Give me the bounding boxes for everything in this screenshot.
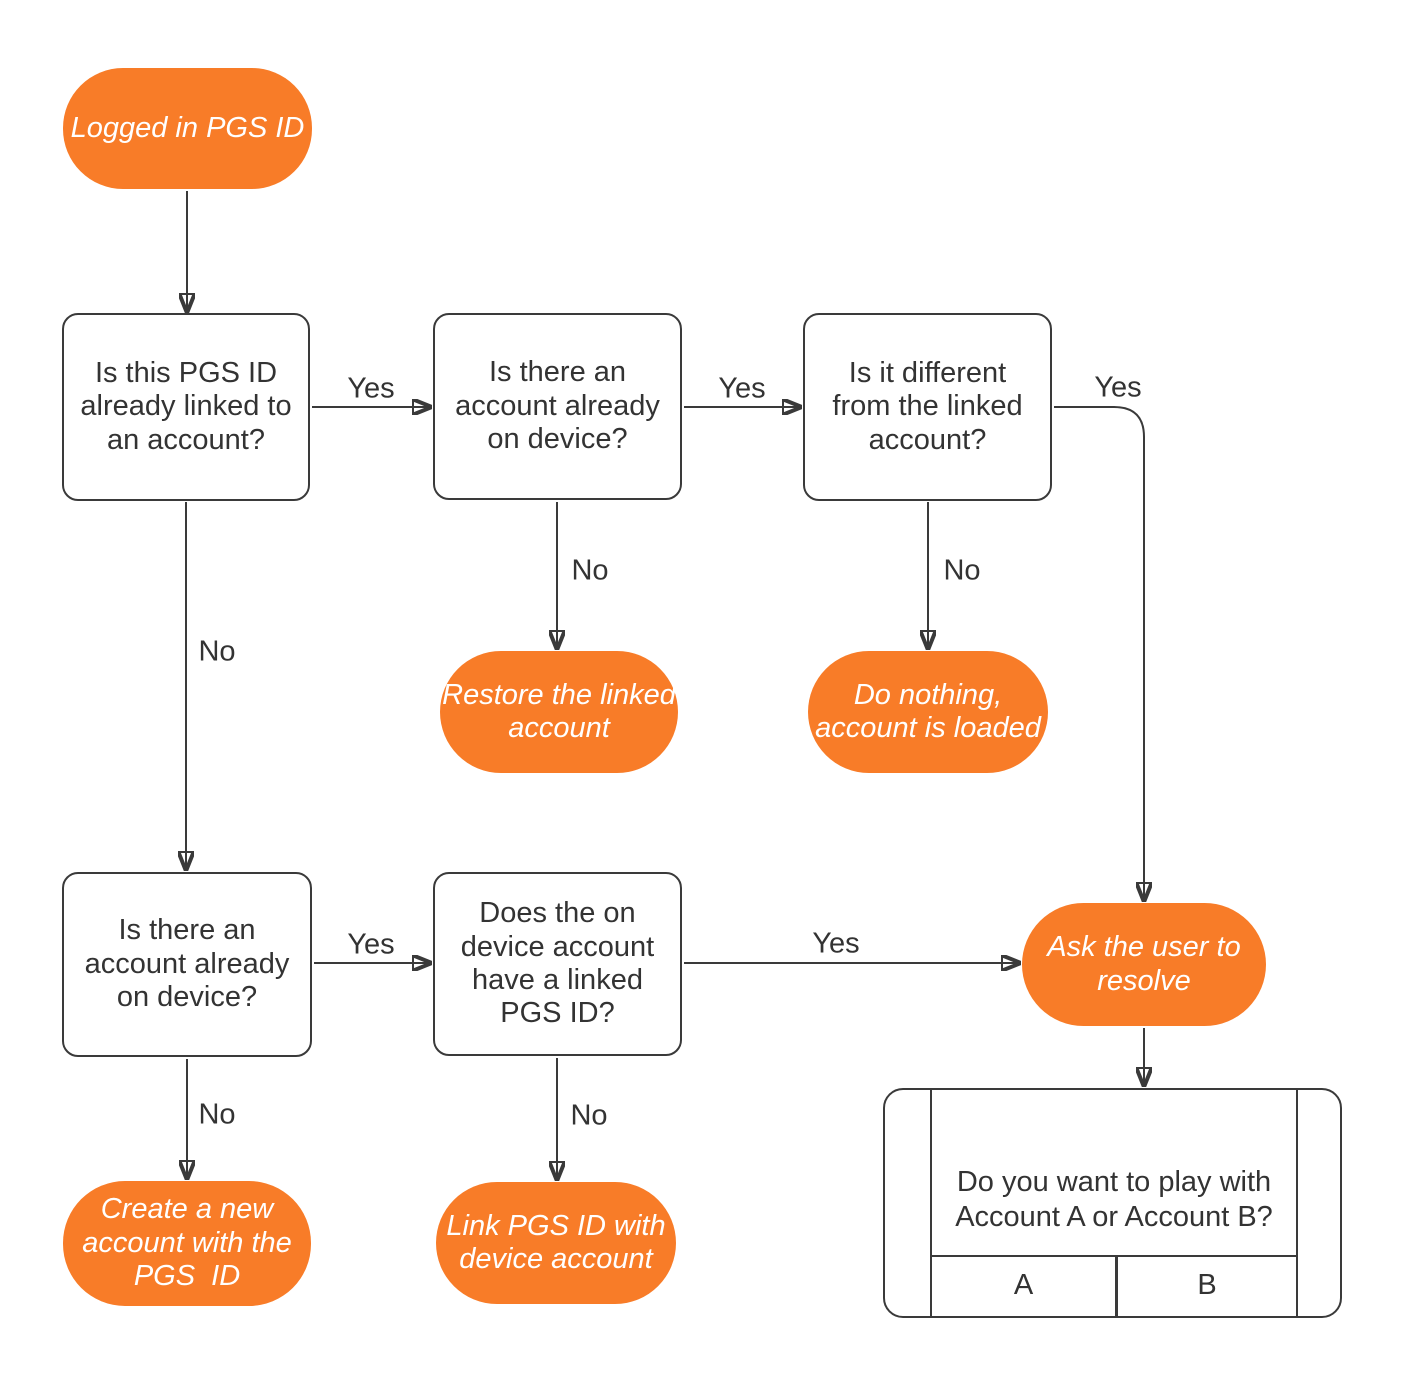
edge-label-no: No	[570, 1099, 608, 1132]
node-label: Ask the user to resolve	[1047, 931, 1241, 997]
edge-label-no: No	[198, 635, 236, 668]
node-action-create-new-account: Create a new account with the PGS ID	[63, 1181, 311, 1306]
node-q-account-on-device-top: Is there an account already on device?	[433, 313, 682, 500]
edge-label-yes: Yes	[718, 372, 766, 405]
edge-label-yes: Yes	[347, 372, 395, 405]
node-q-account-on-device-bottom: Is there an account already on device?	[62, 872, 312, 1057]
node-action-restore-linked-account: Restore the linked account	[440, 651, 678, 773]
node-action-do-nothing: Do nothing, account is loaded	[808, 651, 1048, 773]
node-label: Is there an account already on device?	[455, 356, 660, 456]
node-label: Is there an account already on device?	[84, 914, 290, 1014]
node-q-device-account-has-pgs-id: Does the on device account have a linked…	[433, 872, 682, 1056]
dialog-button-b: B	[1197, 1269, 1217, 1301]
edge-label-yes: Yes	[1094, 371, 1142, 404]
node-label: Do nothing, account is loaded	[815, 678, 1041, 744]
edge-label-yes: Yes	[812, 927, 860, 960]
node-label: Does the on device account have a linked…	[460, 897, 655, 1030]
node-label: Is it different from the linked account?	[832, 356, 1023, 456]
edge-q3-ask-user	[1054, 406, 1144, 900]
node-label: Link PGS ID with device account	[446, 1209, 666, 1275]
dialog-button-divider	[1115, 1255, 1118, 1316]
edge-label-no: No	[571, 554, 609, 587]
node-action-link-pgs-id: Link PGS ID with device account	[436, 1182, 676, 1304]
dialog-button-a: A	[1013, 1269, 1034, 1301]
edge-label-no: No	[943, 554, 981, 587]
node-action-ask-user-to-resolve: Ask the user to resolve	[1022, 903, 1266, 1026]
dialog-right-bezel-line	[1296, 1090, 1298, 1316]
node-q-different-from-linked: Is it different from the linked account?	[803, 313, 1052, 501]
dialog-message: Do you want to play with Account A or Ac…	[955, 1166, 1273, 1233]
node-label: Logged in PGS ID	[70, 111, 305, 144]
edge-label-no: No	[198, 1098, 236, 1131]
node-q-pgs-id-already-linked: Is this PGS ID already linked to an acco…	[62, 313, 310, 501]
node-device-dialog-account-choice: Do you want to play with Account A or Ac…	[883, 1088, 1342, 1318]
edge-label-yes: Yes	[347, 928, 395, 961]
node-label: Is this PGS ID already linked to an acco…	[80, 356, 292, 456]
node-label: Restore the linked account	[442, 678, 676, 744]
node-label: Create a new account with the PGS ID	[82, 1193, 292, 1293]
dialog-message-button-separator	[930, 1255, 1298, 1257]
dialog-left-bezel-line	[930, 1090, 932, 1316]
node-logged-in-pgs-id: Logged in PGS ID	[63, 68, 312, 189]
